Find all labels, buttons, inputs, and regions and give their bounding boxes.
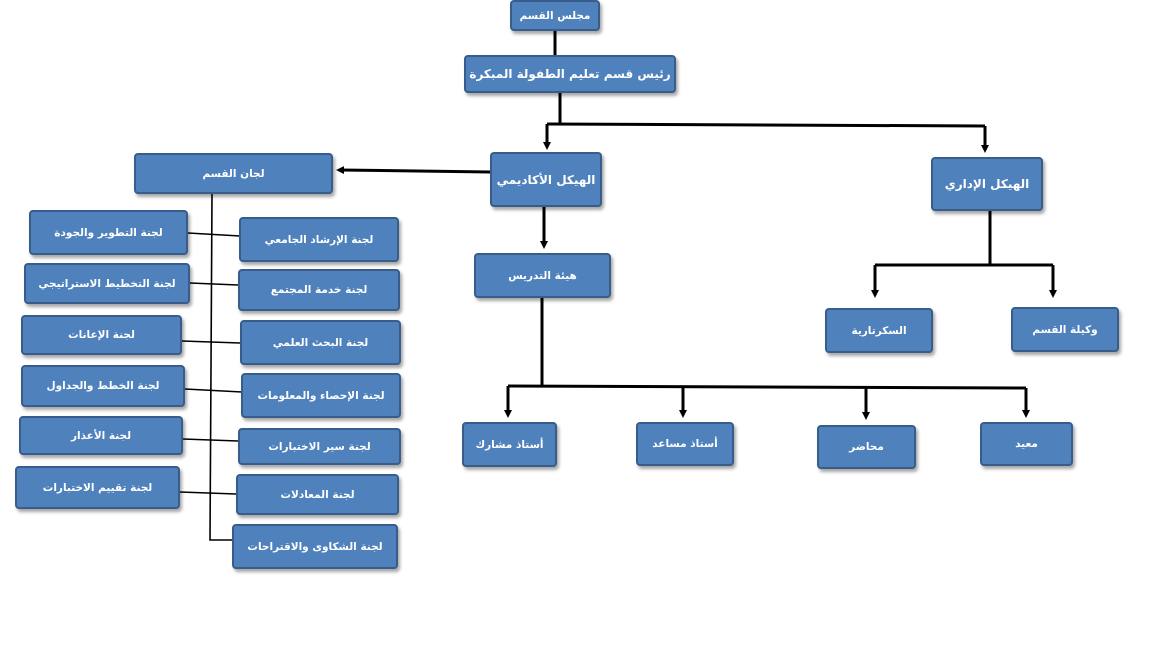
academic-structure: الهيكل الأكاديمي [490, 152, 602, 207]
committee-exam-evaluation: لجنة تقييم الاختبارات [15, 466, 180, 509]
committee-complaints-suggestions: لجنة الشكاوى والاقتراحات [232, 524, 398, 569]
rank-lecturer: محاضر [817, 425, 916, 469]
rank-demonstrator: معيد [980, 422, 1073, 466]
committee-academic-advising: لجنة الإرشاد الجامعي [239, 217, 399, 262]
committee-excuses: لجنة الأعذار [19, 416, 183, 455]
committee-equivalencies: لجنة المعادلات [236, 474, 399, 515]
committee-strategic-planning: لجنة التخطيط الاستراتيجي [24, 263, 190, 304]
committee-scientific-research: لجنة البحث العلمي [240, 320, 401, 365]
rank-associate-professor: أستاذ مشارك [462, 422, 557, 467]
department-committees: لجان القسم [134, 153, 333, 194]
committee-development-quality: لجنة التطوير والجودة [29, 210, 188, 255]
tick-committee-1 [187, 232, 241, 237]
department-deputy: وكيلة القسم [1011, 307, 1119, 352]
tick-committee-6 [179, 491, 237, 495]
tick-committee-3 [181, 340, 241, 344]
committee-grants: لجنة الإعانات [21, 315, 182, 355]
committee-exam-conduct: لجنة سير الاختبارات [238, 428, 401, 465]
secretariat: السكرتارية [825, 308, 933, 353]
administrative-structure: الهيكل الإداري [931, 157, 1043, 211]
tick-committee-4 [184, 388, 243, 393]
department-council: مجلس القسم [510, 0, 600, 31]
connector-ranks-horizontal [507, 384, 1027, 390]
connector-branch-horizontal [546, 122, 986, 128]
rank-assistant-professor: أستاذ مساعد [636, 422, 734, 466]
teaching-staff: هيئة التدريس [474, 253, 611, 298]
committee-statistics-information: لجنة الإحصاء والمعلومات [241, 373, 401, 418]
committees-spine [209, 193, 234, 541]
committee-plans-schedules: لجنة الخطط والجداول [21, 365, 185, 407]
tick-committee-2 [189, 282, 239, 286]
tick-committee-5 [182, 438, 239, 442]
arrow-to-committees [336, 166, 491, 175]
department-head: رئيس قسم تعليم الطفولة المبكرة [464, 55, 676, 93]
committee-community-service: لجنة خدمة المجتمع [238, 269, 400, 311]
